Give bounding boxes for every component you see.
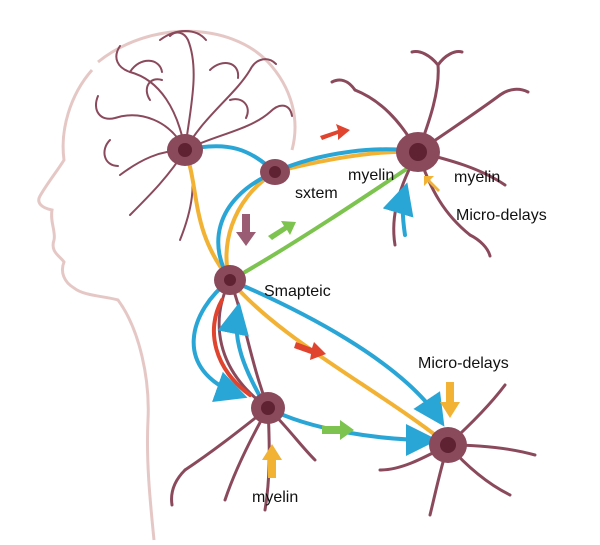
- label-smapteic: Smapteic: [264, 283, 331, 300]
- red-arrow-mid: [294, 342, 326, 360]
- green-arrow-mid: [268, 221, 296, 240]
- brain-dendrites: [95, 30, 293, 241]
- orange-arrow-micro-delays-bottom: [440, 382, 460, 418]
- orange-arrow-myelin-bottom: [262, 444, 282, 478]
- red-arrow-top: [320, 124, 350, 140]
- label-micro-delays-top: Micro-delays: [456, 207, 547, 224]
- label-micro-delays-bottom: Micro-delays: [418, 355, 509, 372]
- label-myelin-top-center: myelin: [348, 167, 394, 184]
- label-myelin-bottom: myelin: [252, 489, 298, 506]
- orange-arrow-micro-delays-top: [424, 176, 440, 192]
- neuron-bodies: [167, 132, 467, 463]
- label-myelin-top-right: myelin: [454, 169, 500, 186]
- green-arrow-bottom: [322, 420, 354, 440]
- direction-arrows: [236, 124, 460, 478]
- label-sxtem: sxtem: [295, 185, 338, 202]
- mauve-arrow-down: [236, 214, 256, 246]
- head-outline: [37, 29, 297, 541]
